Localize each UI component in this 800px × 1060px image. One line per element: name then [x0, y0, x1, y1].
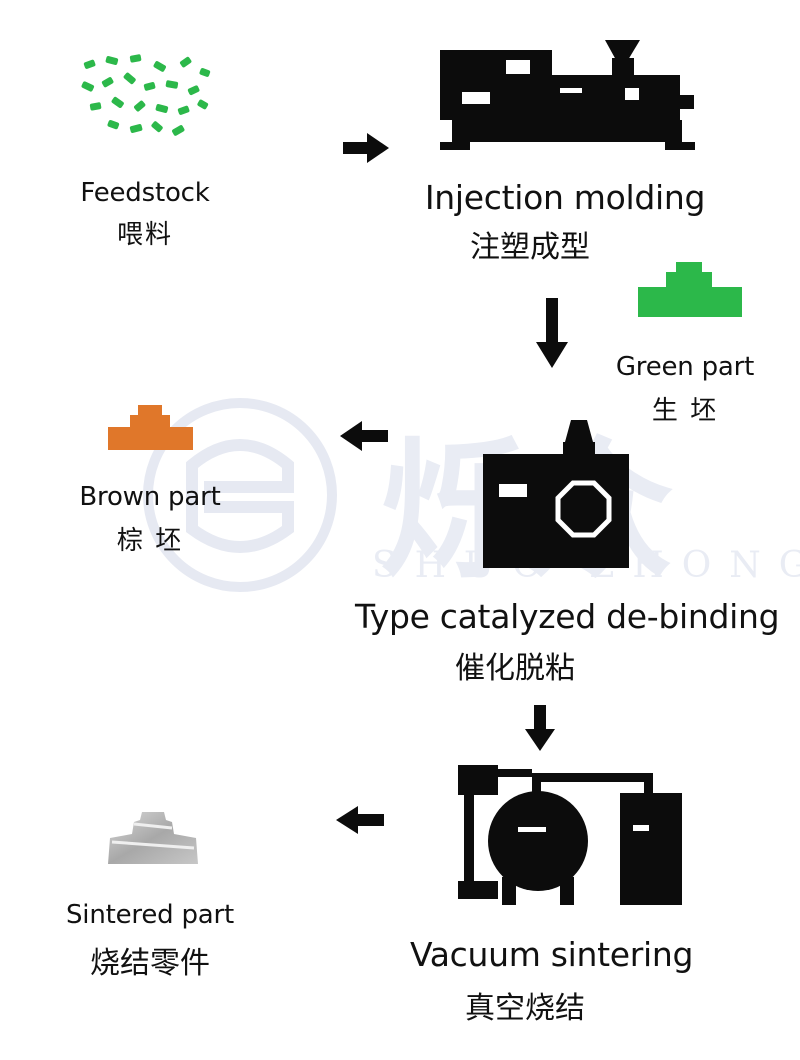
arrow-right-icon — [343, 133, 389, 163]
feedstock-label: Feedstock — [80, 178, 210, 208]
sintering-label: Vacuum sintering — [410, 935, 694, 974]
brown-part-label-zh: 棕 坯 — [116, 526, 184, 556]
green-part-label-zh: 生 坯 — [651, 396, 719, 426]
brown-part-label: Brown part — [79, 482, 221, 512]
debinding-label: Type catalyzed de-binding — [355, 597, 780, 636]
green-part-icon — [638, 262, 742, 317]
sintered-part-label: Sintered part — [66, 900, 234, 930]
green-part-label: Green part — [615, 352, 755, 382]
feedstock-label-zh: 喂料 — [116, 220, 173, 250]
vacuum-furnace-icon — [458, 765, 682, 905]
injection-label: Injection molding — [424, 178, 706, 217]
sintered-part-label-zh: 烧结零件 — [90, 946, 210, 981]
arrow-down-icon — [536, 298, 568, 368]
debinding-oven-icon — [483, 420, 629, 568]
injection-label-zh: 注塑成型 — [470, 230, 590, 265]
watermark-logo-icon — [143, 398, 337, 592]
injection-machine-icon — [440, 40, 695, 150]
arrow-left-icon — [336, 806, 384, 834]
pellets-icon — [81, 54, 211, 136]
debinding-label-zh: 催化脱粘 — [455, 651, 575, 686]
arrow-left-icon — [340, 421, 388, 451]
arrow-down-icon — [525, 705, 555, 751]
sintered-part-icon — [108, 812, 198, 864]
sintering-label-zh: 真空烧结 — [465, 991, 585, 1026]
brown-part-icon — [108, 405, 193, 450]
